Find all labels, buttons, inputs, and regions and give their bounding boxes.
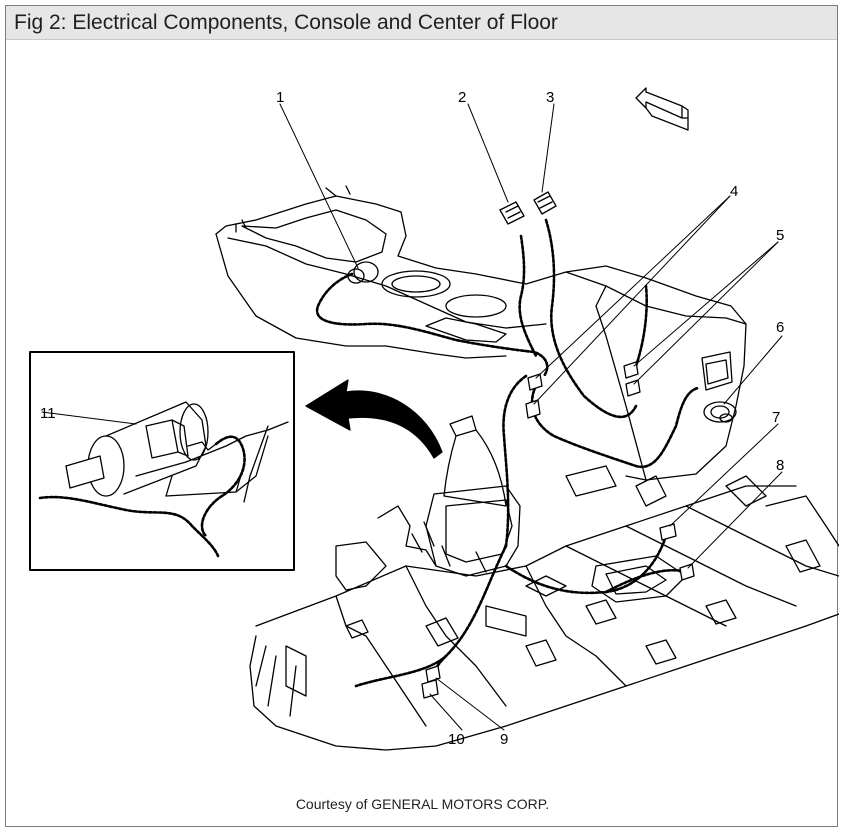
connector-2 bbox=[499, 201, 525, 225]
inset-detail bbox=[29, 351, 295, 571]
callout-8: 8 bbox=[776, 457, 784, 474]
connector-10 bbox=[421, 679, 439, 699]
callout-3: 3 bbox=[546, 89, 554, 106]
diagram-illustration: 1 2 3 4 5 6 7 8 9 10 11 bbox=[29, 87, 839, 751]
center-console bbox=[215, 185, 747, 481]
connector-8 bbox=[679, 563, 695, 581]
callout-5: 5 bbox=[776, 227, 784, 244]
connector-5 bbox=[623, 361, 641, 397]
floor-wire-harness bbox=[354, 534, 688, 688]
callout-6: 6 bbox=[776, 319, 784, 336]
callout-11: 11 bbox=[40, 405, 56, 422]
switch-6 bbox=[703, 401, 737, 423]
figure-title: Fig 2: Electrical Components, Console an… bbox=[14, 11, 558, 34]
figure-frame: Fig 2: Electrical Components, Console an… bbox=[5, 5, 839, 827]
connector-7 bbox=[659, 523, 677, 541]
callout-4: 4 bbox=[730, 183, 738, 200]
callout-2: 2 bbox=[458, 89, 466, 106]
console-wire-harness bbox=[315, 218, 700, 548]
callout-9: 9 bbox=[500, 731, 508, 748]
component-1-socket bbox=[347, 261, 379, 284]
connector-4 bbox=[525, 373, 543, 419]
title-bar: Fig 2: Electrical Components, Console an… bbox=[6, 6, 837, 40]
detail-arrow-icon bbox=[305, 379, 443, 459]
callout-10: 10 bbox=[448, 731, 465, 748]
vehicle-floor bbox=[249, 465, 839, 751]
forward-arrow-icon bbox=[635, 87, 689, 131]
connector-3 bbox=[533, 191, 557, 215]
callout-labels: 1 2 3 4 5 6 7 8 9 10 11 bbox=[40, 89, 784, 748]
image-credit: Courtesy of GENERAL MOTORS CORP. bbox=[295, 796, 550, 812]
leader-lines bbox=[279, 103, 783, 731]
floor-shifter bbox=[377, 415, 521, 577]
callout-1: 1 bbox=[276, 89, 284, 106]
callout-7: 7 bbox=[772, 409, 780, 426]
